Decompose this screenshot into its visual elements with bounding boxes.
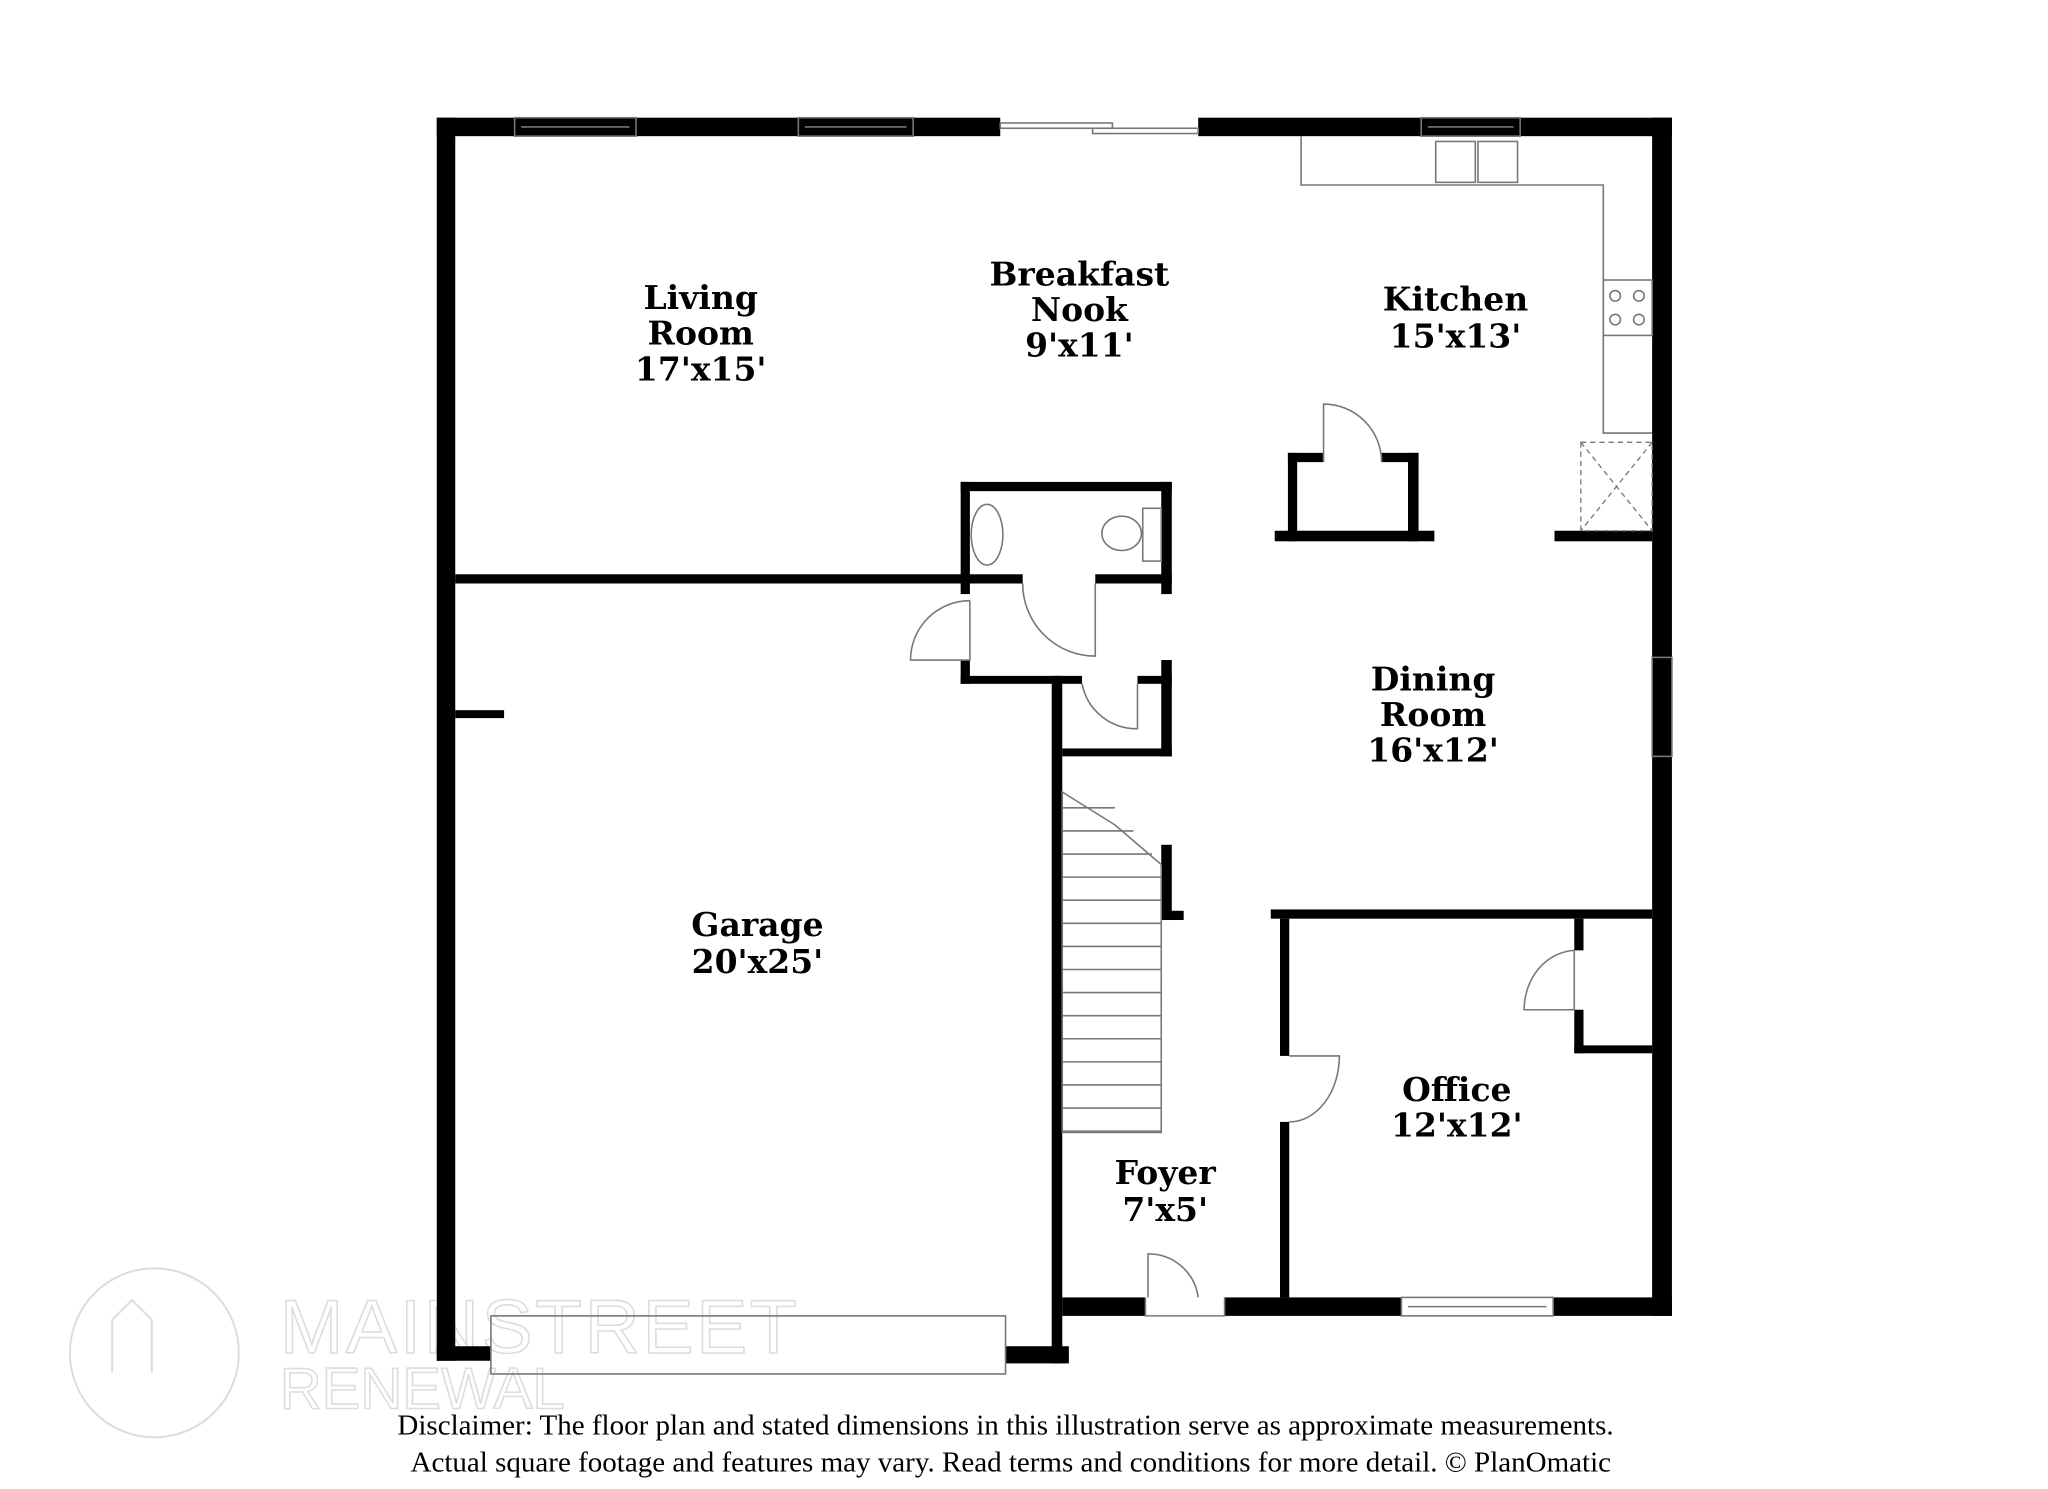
room-size: 9'x11' xyxy=(1025,326,1134,365)
disclaimer-line1: Disclaimer: The floor plan and stated di… xyxy=(397,1410,1613,1442)
door xyxy=(1322,403,1383,463)
garage-door xyxy=(490,1315,1007,1375)
counter xyxy=(1300,136,1653,434)
disclaimer-line2: Actual square footage and features may v… xyxy=(411,1447,1612,1479)
watermark-line2: RENEWAL xyxy=(280,1356,565,1421)
room-name: Room xyxy=(648,314,754,353)
disclaimer: Disclaimer: The floor plan and stated di… xyxy=(397,1410,1613,1479)
room-size: 7'x5' xyxy=(1122,1190,1208,1229)
room-name: Kitchen xyxy=(1383,279,1528,318)
room-name: Office xyxy=(1402,1070,1511,1109)
room-size: 12'x12' xyxy=(1391,1105,1523,1144)
room-office: Office 12'x12' xyxy=(1391,1070,1523,1145)
door xyxy=(1081,683,1139,730)
front-door xyxy=(1144,1253,1226,1317)
room-size: 17'x15' xyxy=(635,349,767,388)
door xyxy=(1523,949,1576,1011)
fixtures xyxy=(490,116,1673,1375)
room-name: Room xyxy=(1380,695,1486,734)
window xyxy=(513,116,637,137)
window xyxy=(1420,116,1521,137)
door xyxy=(1021,583,1097,657)
room-dining-room: Dining Room 16'x12' xyxy=(1367,659,1499,769)
room-foyer: Foyer 7'x5' xyxy=(1115,1153,1217,1229)
door xyxy=(1289,1055,1341,1123)
window xyxy=(1400,1296,1554,1317)
window xyxy=(797,116,914,137)
window xyxy=(1651,656,1673,758)
door xyxy=(909,599,971,661)
watermark-line1: MAINSTREET xyxy=(280,1285,800,1370)
room-name: Foyer xyxy=(1115,1153,1217,1192)
room-living-room: Living Room 17'x15' xyxy=(635,278,767,388)
room-name: Garage xyxy=(691,905,823,944)
room-name: Nook xyxy=(1031,290,1129,329)
sink-icon xyxy=(1434,140,1519,184)
toilet-icon xyxy=(1101,507,1163,562)
room-breakfast-nook: Breakfast Nook 9'x11' xyxy=(990,254,1171,364)
pantry-icon xyxy=(1580,441,1653,532)
room-size: 16'x12' xyxy=(1367,731,1499,770)
room-garage: Garage 20'x25' xyxy=(691,905,823,981)
watermark-logo: MAINSTREET RENEWAL xyxy=(68,1267,800,1439)
room-size: 15'x13' xyxy=(1390,316,1522,355)
room-name: Dining xyxy=(1371,659,1496,698)
room-name: Living xyxy=(643,278,757,317)
stairs xyxy=(1061,790,1163,1134)
room-labels: Living Room 17'x15' Breakfast Nook 9'x11… xyxy=(635,254,1528,1229)
sliding-door xyxy=(999,122,1199,135)
sink-icon xyxy=(970,503,1004,566)
stove-icon xyxy=(1602,279,1653,337)
room-size: 20'x25' xyxy=(692,942,824,981)
room-kitchen: Kitchen 15'x13' xyxy=(1383,279,1528,355)
room-name: Breakfast xyxy=(990,254,1171,293)
